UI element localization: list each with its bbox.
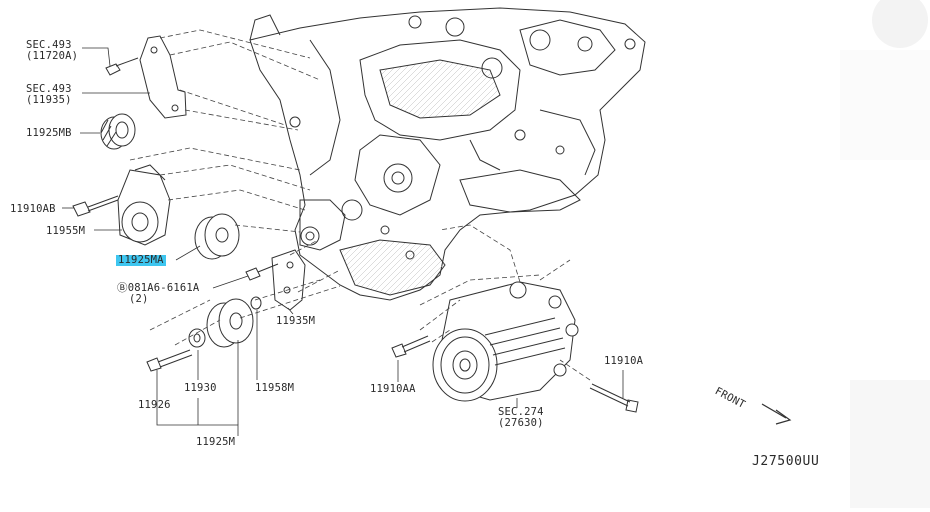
- label-11910AA: 11910AA: [370, 383, 416, 395]
- idler-pulley-11925MA: [194, 213, 240, 260]
- bracket-upper: [139, 35, 187, 119]
- label-sec493-b: SEC.493: [26, 83, 72, 95]
- label-11925MB: 11925MB: [26, 127, 72, 139]
- tensioner-11955M: [117, 164, 171, 246]
- faded-watermark-region: [830, 0, 930, 508]
- bolt-11910A: [589, 383, 639, 413]
- label-11910AB: 11910AB: [10, 203, 56, 215]
- label-11925MA-highlighted[interactable]: 11925MA: [116, 254, 166, 266]
- bolt-11910AA: [391, 335, 431, 358]
- label-sec274: SEC.274: [498, 406, 544, 418]
- label-sec493-a-code: (11720A): [26, 50, 79, 62]
- label-081A6-6161A: Ⓑ081A6-6161A: [117, 282, 200, 294]
- label-sec274-code: (27630): [498, 417, 544, 429]
- bolt-top: [105, 57, 139, 76]
- label-11930: 11930: [184, 382, 217, 394]
- label-081A6-qty: (2): [129, 293, 149, 305]
- label-11910A: 11910A: [604, 355, 644, 367]
- watermark-graphic: [840, 0, 930, 508]
- bracket-11935M: [245, 249, 306, 311]
- idler-pulley-11925MB: [100, 113, 136, 150]
- diagram-code: J27500UU: [752, 454, 820, 469]
- solid-leader-lines: [62, 47, 624, 436]
- label-11925M: 11925M: [196, 436, 236, 448]
- label-sec493-b-code: (11935): [26, 94, 72, 106]
- engine-block: [249, 7, 646, 301]
- front-arrow-icon: [761, 403, 792, 425]
- label-11935M: 11935M: [276, 315, 316, 327]
- bolt-11910AB: [72, 195, 119, 217]
- idler-pulley-11925M: [146, 296, 262, 372]
- label-sec493-a: SEC.493: [26, 39, 72, 51]
- label-11955M: 11955M: [46, 225, 86, 237]
- label-11958M: 11958M: [255, 382, 295, 394]
- label-11926: 11926: [138, 399, 171, 411]
- ac-compressor: [432, 281, 579, 402]
